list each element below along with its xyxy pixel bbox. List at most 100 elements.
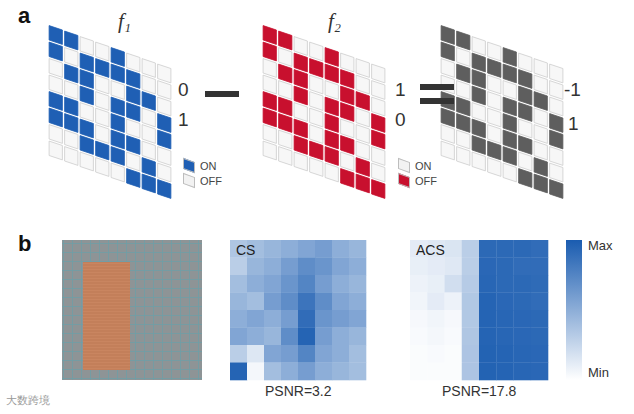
grid-cell [472, 37, 485, 56]
heat-cell [332, 275, 349, 293]
grid-cell [441, 125, 454, 144]
grid-cell [310, 59, 323, 78]
grid-cell [111, 163, 124, 182]
grid-cell [294, 86, 307, 105]
grid-cell [341, 152, 354, 171]
heat-cell [349, 363, 366, 381]
heat-cell [462, 275, 480, 293]
heat-cell [427, 345, 445, 363]
grid-cell [534, 92, 547, 111]
grid-cell [294, 103, 307, 122]
grid-cell [263, 92, 276, 111]
grid-cell [158, 81, 171, 100]
grid-cell [457, 97, 470, 116]
grid-cell [80, 86, 93, 105]
grid-cell [65, 81, 78, 100]
grid-cell [279, 81, 292, 100]
heat-cell [264, 328, 281, 346]
heat-cell [230, 258, 247, 276]
grid-cell [127, 86, 140, 105]
heat-cell [332, 310, 349, 328]
grid-cell [488, 92, 501, 111]
grid-cell [142, 59, 155, 78]
heat-cell [332, 345, 349, 363]
heat-cell [445, 275, 463, 293]
grid-cell [550, 147, 563, 166]
grid-cell [441, 26, 454, 45]
grid-cell [519, 119, 532, 138]
heat-cell [315, 293, 332, 311]
heat-cell [427, 293, 445, 311]
heat-cell [496, 275, 514, 293]
grid-cell [325, 163, 338, 182]
grid-cell [341, 119, 354, 138]
grid-cell [49, 42, 62, 61]
watermark: 大数跨境 [6, 394, 50, 406]
heat-cell [479, 293, 497, 311]
minus-sign [205, 91, 239, 97]
heat-cell [496, 258, 514, 276]
heat-cell [445, 363, 463, 381]
grid-cell [263, 75, 276, 94]
heat-cell [264, 310, 281, 328]
grid-cell [550, 163, 563, 182]
grid-cell [356, 75, 369, 94]
grid-cell [372, 163, 385, 182]
heat-cell [298, 275, 315, 293]
grid-cell [142, 75, 155, 94]
grid-cell [550, 130, 563, 149]
grid-cell [127, 53, 140, 72]
legend-text: OFF [415, 175, 437, 187]
grid-cell [142, 125, 155, 144]
grid-cell [263, 59, 276, 78]
grid-cell [310, 108, 323, 127]
grid-cell [142, 92, 155, 111]
grid-cell [279, 114, 292, 133]
heat-cell [264, 363, 281, 381]
heat-cell [496, 345, 514, 363]
heat-cell [514, 258, 532, 276]
grid-cell [80, 53, 93, 72]
legend-text: ON [415, 160, 432, 172]
heat-cell [514, 328, 532, 346]
heat-cell [264, 240, 281, 258]
grid-cell [158, 130, 171, 149]
grid-cell [158, 64, 171, 83]
grid-cell [65, 114, 78, 133]
grid-cell [519, 103, 532, 122]
equals-sign [420, 84, 454, 90]
grid-cell [325, 81, 338, 100]
heat-cell [462, 240, 480, 258]
grid-cell [519, 136, 532, 155]
grid-cell [341, 136, 354, 155]
grid-cell [310, 75, 323, 94]
heat-cell [349, 293, 366, 311]
grid-cell [550, 97, 563, 116]
panel-letter: a [18, 4, 30, 28]
grid-cell [127, 152, 140, 171]
grid-cell [310, 141, 323, 160]
grid-cell [263, 42, 276, 61]
grid-cell [111, 114, 124, 133]
heat-cell [496, 293, 514, 311]
grid-cell [488, 158, 501, 177]
label: CS [236, 243, 255, 258]
heat-cell [462, 345, 480, 363]
copper-sample [83, 262, 130, 370]
heat-cell [315, 363, 332, 381]
grid-cell [356, 141, 369, 160]
heat-cell [427, 275, 445, 293]
heat-cell [349, 310, 366, 328]
legend-swatch [398, 173, 410, 188]
grid-cell [158, 147, 171, 166]
grid-cell [279, 147, 292, 166]
heat-cell [315, 275, 332, 293]
grid-cell [472, 136, 485, 155]
grid-cell [472, 86, 485, 105]
grid-cell [49, 141, 62, 160]
grid-cell [96, 141, 109, 160]
grid-cell [127, 70, 140, 89]
grid-cell [503, 48, 516, 67]
heat-cell [514, 293, 532, 311]
